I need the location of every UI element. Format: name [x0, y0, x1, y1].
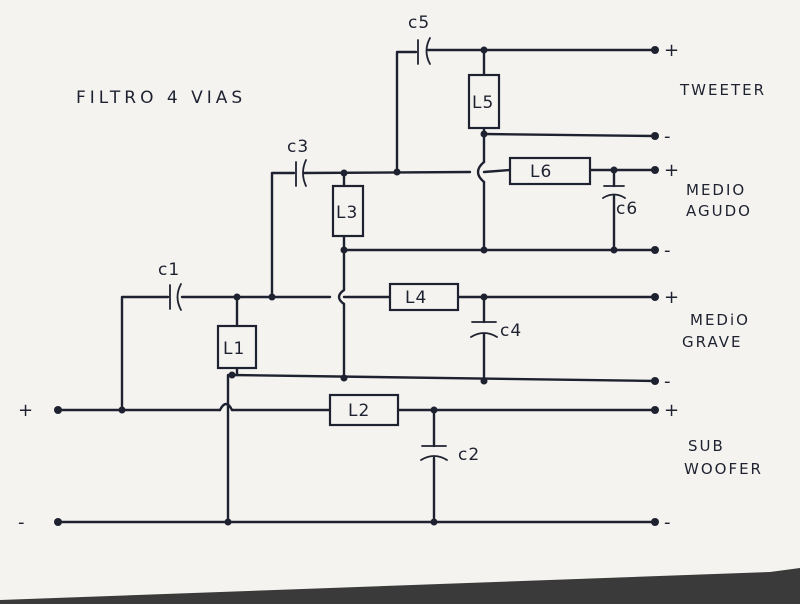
medio-grave-plus-sign: + — [664, 287, 679, 308]
medio-agudo-minus-sign: - — [664, 240, 671, 261]
capacitor-c2[interactable]: c2 — [420, 445, 480, 465]
l3-label: L3 — [336, 203, 358, 223]
input-plus-sign: + — [18, 400, 33, 421]
sub-woofer-label-line2: WOOFER — [684, 460, 763, 478]
c2-label: c2 — [458, 445, 480, 465]
medio-agudo-label-line2: AGUDO — [686, 202, 752, 220]
tweeter-label: TWEETER — [679, 81, 766, 99]
c6-label: c6 — [616, 199, 638, 219]
diagram-title: FILTRO 4 VIAS — [76, 88, 246, 108]
inductor-l1[interactable]: L1 — [216, 324, 258, 370]
capacitor-c5[interactable]: c5 — [408, 13, 431, 65]
medio-agudo-label-line1: MEDIO — [686, 181, 746, 199]
c4-label: c4 — [500, 321, 522, 341]
inductor-l2[interactable]: L2 — [328, 393, 400, 427]
medio-grave-label-line2: GRAVE — [682, 333, 742, 351]
capacitor-c4[interactable]: c4 — [470, 321, 522, 341]
junction-dots — [54, 46, 618, 526]
l1-label: L1 — [223, 339, 245, 359]
medio-grave-label-line1: MEDiO — [690, 311, 750, 329]
tweeter-plus-sign: + — [664, 40, 679, 61]
tweeter-minus-sign: - — [664, 126, 671, 147]
l4-label: L4 — [405, 288, 427, 308]
medio-grave-minus-sign: - — [664, 371, 671, 392]
capacitor-c1[interactable]: c1 — [158, 260, 182, 311]
inductor-l3[interactable]: L3 — [331, 184, 365, 238]
l2-label: L2 — [348, 401, 370, 421]
medio-agudo-plus-sign: + — [664, 160, 679, 181]
inductor-l6[interactable]: L6 — [508, 156, 592, 186]
c3-label: c3 — [287, 137, 309, 157]
c5-label: c5 — [408, 13, 430, 33]
inductor-l5[interactable]: L5 — [467, 73, 501, 130]
capacitor-c6[interactable]: c6 — [602, 185, 638, 219]
capacitor-c3[interactable]: c3 — [287, 137, 309, 187]
sub-woofer-minus-sign: - — [664, 512, 671, 533]
l5-label: L5 — [472, 93, 494, 113]
c1-label: c1 — [158, 260, 180, 280]
sub-woofer-label-line1: SUB — [688, 437, 725, 455]
l6-label: L6 — [530, 162, 552, 182]
inductor-l4[interactable]: L4 — [388, 282, 460, 312]
sub-woofer-plus-sign: + — [664, 400, 679, 421]
input-minus-sign: - — [18, 512, 25, 533]
output-terminals — [651, 46, 659, 526]
